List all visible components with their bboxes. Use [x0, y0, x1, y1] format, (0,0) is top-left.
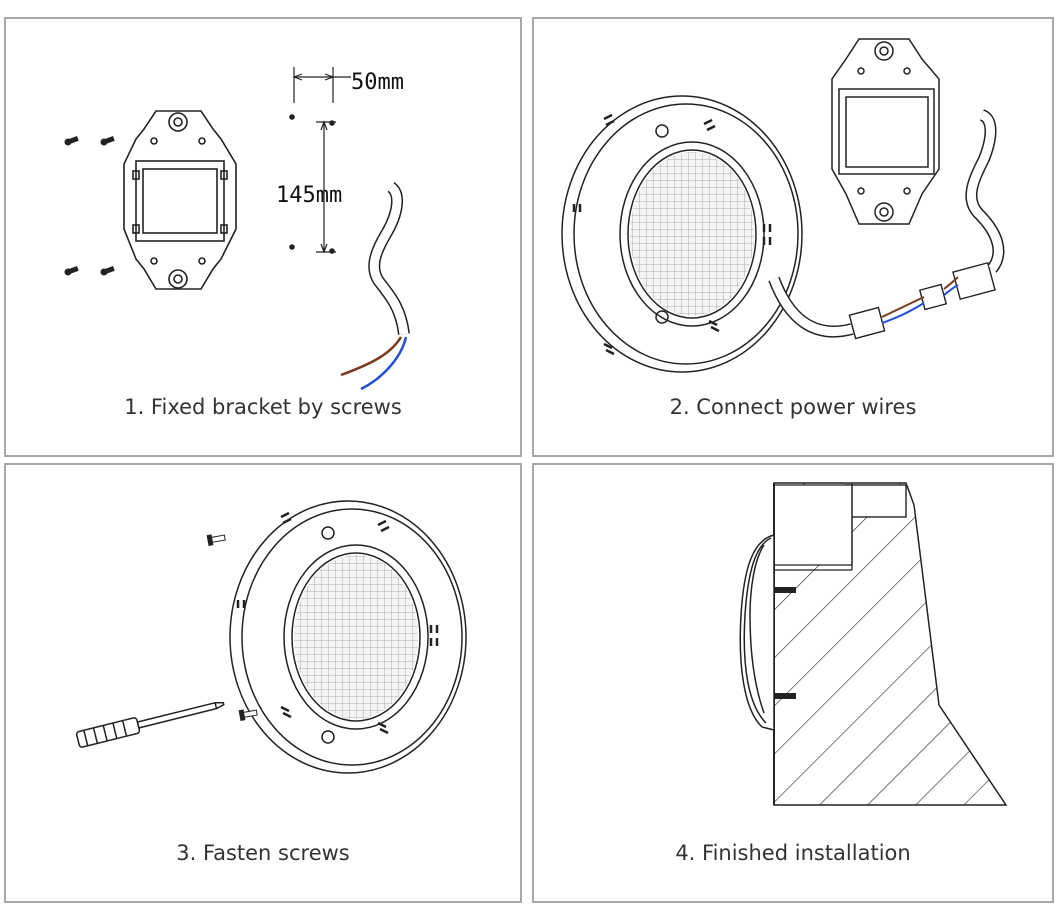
step-1-illustration: 50mm 145mm: [64, 67, 410, 391]
step-4-caption: 4. Finished installation: [675, 841, 911, 865]
lamp-lens: [630, 152, 754, 316]
screw-icon: [206, 534, 258, 722]
width-dimension-label: 50mm: [351, 70, 404, 95]
pool-lamp: [561, 95, 803, 373]
screwdriver-icon: [75, 701, 225, 748]
mounting-screws: [774, 587, 796, 699]
power-cable: [340, 182, 410, 391]
step-3-caption: 3. Fasten screws: [176, 841, 350, 865]
mounting-bracket: [123, 110, 237, 290]
step-2-caption: 2. Connect power wires: [669, 395, 917, 419]
installed-lamp: [739, 534, 775, 731]
step-2-illustration: [561, 38, 1005, 373]
step-4-illustration: [739, 482, 1008, 806]
step-2-panel: 2. Connect power wires: [532, 17, 1054, 457]
step-1-panel: 50mm 145mm 1. Fixed bracket by screws: [4, 17, 522, 457]
screw-icon: [64, 136, 115, 276]
step-3-panel: 3. Fasten screws: [4, 463, 522, 903]
height-dimension-label: 145mm: [276, 183, 342, 208]
pool-wall: [773, 482, 1008, 806]
step-1-caption: 1. Fixed bracket by screws: [124, 395, 402, 419]
supply-cable: [965, 109, 1005, 273]
pool-lamp: [229, 500, 467, 774]
mounting-bracket: [831, 38, 940, 225]
waterproof-connector: [848, 261, 996, 340]
step-4-panel: 4. Finished installation: [532, 463, 1054, 903]
connector-wires: [881, 276, 959, 324]
lamp-cable: [768, 276, 854, 338]
step-3-illustration: [75, 500, 467, 774]
lamp-lens: [294, 555, 418, 719]
dimension-lines: [289, 67, 351, 254]
